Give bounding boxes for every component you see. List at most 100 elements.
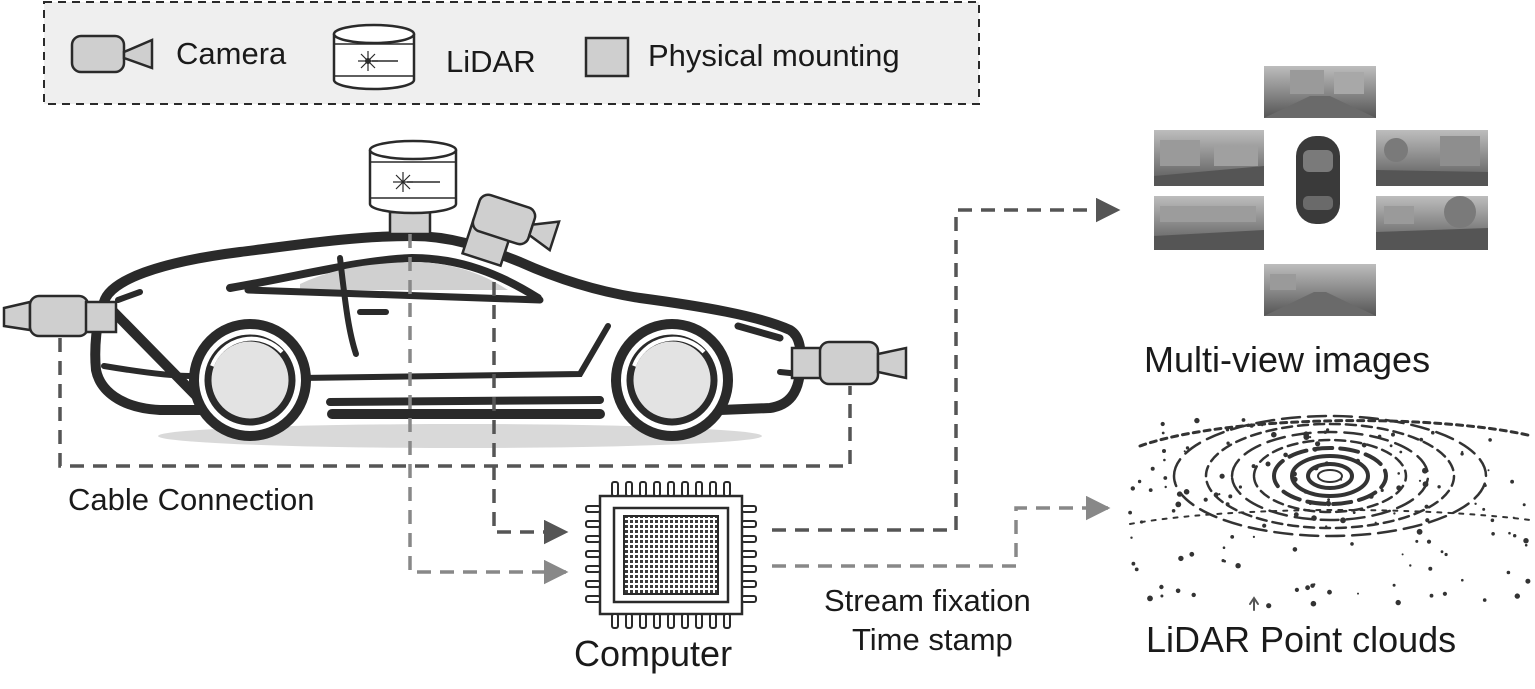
chip-pin [585, 550, 601, 558]
point-cloud-dot [1183, 450, 1186, 453]
pointcloud-stream-link [772, 495, 1111, 568]
point-cloud-dot [1131, 561, 1136, 566]
point-cloud-dot [1357, 592, 1359, 595]
point-cloud-dot [1347, 481, 1351, 485]
point-cloud-dot [1230, 535, 1235, 539]
point-cloud-dot [1431, 430, 1435, 435]
point-cloud-dot [1225, 502, 1230, 507]
car-shadow [158, 424, 762, 448]
chip-pin [741, 505, 757, 513]
camera-image-front-left [1154, 130, 1264, 186]
point-cloud-dot [1178, 555, 1184, 562]
point-cloud-dot [1460, 452, 1464, 456]
chip-pin [585, 505, 601, 513]
chip-pin [741, 595, 757, 603]
point-cloud-dot [1163, 458, 1166, 462]
point-cloud-dot [1401, 553, 1404, 556]
point-cloud-dot [1488, 438, 1492, 442]
point-cloud-dot [1218, 493, 1221, 496]
cable-connections [58, 197, 1121, 585]
point-cloud-dot [1525, 578, 1531, 584]
point-cloud-dot [1482, 598, 1487, 602]
point-cloud-dot [1194, 417, 1200, 424]
point-cloud-dot [1483, 484, 1487, 487]
chip-pin [741, 580, 757, 588]
camera-icon [70, 34, 154, 74]
front-wheel [611, 319, 733, 441]
rear-camera-icon [2, 294, 118, 338]
point-cloud-dot [1140, 520, 1144, 524]
point-cloud-dot [1391, 432, 1395, 437]
multi-view-images-label: Multi-view images [1144, 339, 1430, 380]
chip-pin [695, 481, 703, 497]
computer-label: Computer [574, 633, 732, 674]
point-cloud-dot [1228, 494, 1233, 499]
chip-pin [585, 580, 601, 588]
chip-pin [653, 613, 661, 629]
point-cloud-dot [1524, 543, 1528, 547]
front-camera-icon [790, 340, 908, 386]
point-cloud-dot [1361, 442, 1367, 448]
point-cloud-ring [1272, 446, 1389, 506]
point-cloud-dot [1308, 502, 1312, 505]
point-cloud-dot [1225, 428, 1230, 432]
point-cloud-dot [1392, 583, 1396, 587]
point-cloud-dot [1395, 599, 1401, 606]
point-cloud-dot [1326, 502, 1331, 507]
point-cloud-dot [1265, 461, 1271, 467]
point-cloud-dot [1160, 594, 1164, 598]
point-cloud-dot [1128, 510, 1132, 515]
stream-fixation-label: Stream fixation [824, 583, 1031, 618]
roof-lidar-icon [368, 139, 458, 236]
point-cloud-dot [1327, 589, 1332, 595]
point-cloud-dot [1271, 431, 1277, 438]
chip-pin [639, 613, 647, 629]
point-cloud-dot [1303, 431, 1309, 438]
car-illustration [90, 231, 806, 448]
point-cloud-dot [1213, 492, 1219, 498]
chip-pin [741, 550, 757, 558]
point-cloud-dot [1415, 539, 1419, 543]
point-cloud-dot [1380, 488, 1384, 492]
point-cloud-ring [1204, 422, 1456, 530]
point-cloud-dot [1311, 515, 1317, 521]
chip-pin [585, 520, 601, 528]
point-cloud-dot [1219, 473, 1225, 479]
point-cloud-dot [1262, 523, 1267, 528]
point-cloud-dot [1183, 489, 1190, 495]
chip-pin [667, 481, 675, 497]
point-cloud-dot [1429, 593, 1434, 598]
point-cloud-dot [1368, 493, 1374, 499]
point-cloud-dot [1326, 428, 1330, 432]
multi-view-images [1154, 66, 1488, 316]
point-cloud-dot [1252, 535, 1255, 539]
chip-pin [681, 481, 689, 497]
point-cloud-dot [1313, 447, 1318, 452]
point-cloud-dot [1340, 517, 1346, 524]
point-cloud-dot [1203, 497, 1208, 502]
chip-pin [741, 565, 757, 573]
point-cloud-dot [1512, 516, 1515, 519]
point-cloud-dot [1425, 518, 1430, 523]
point-cloud-dot [1161, 431, 1165, 435]
legend-box [43, 1, 980, 105]
legend-lidar-label: LiDAR [446, 44, 536, 79]
point-cloud-dot [1409, 564, 1412, 567]
point-cloud-dot [1377, 434, 1382, 439]
point-cloud-dot [1163, 476, 1168, 480]
chip-pin [611, 481, 619, 497]
chip-pin [653, 481, 661, 497]
point-cloud-dot [1261, 424, 1264, 427]
point-cloud-dot [1148, 488, 1153, 492]
chip-pin [611, 613, 619, 629]
point-cloud-dot [1315, 441, 1321, 447]
point-cloud-dot [1389, 444, 1393, 448]
point-cloud-dot [1303, 489, 1308, 494]
point-cloud-dot [1235, 563, 1241, 569]
lidar-icon [332, 23, 416, 91]
point-cloud-ring [1306, 462, 1355, 490]
rear-wheel [189, 319, 311, 441]
point-cloud-dot [1221, 559, 1225, 563]
point-cloud-dot [1350, 542, 1354, 546]
